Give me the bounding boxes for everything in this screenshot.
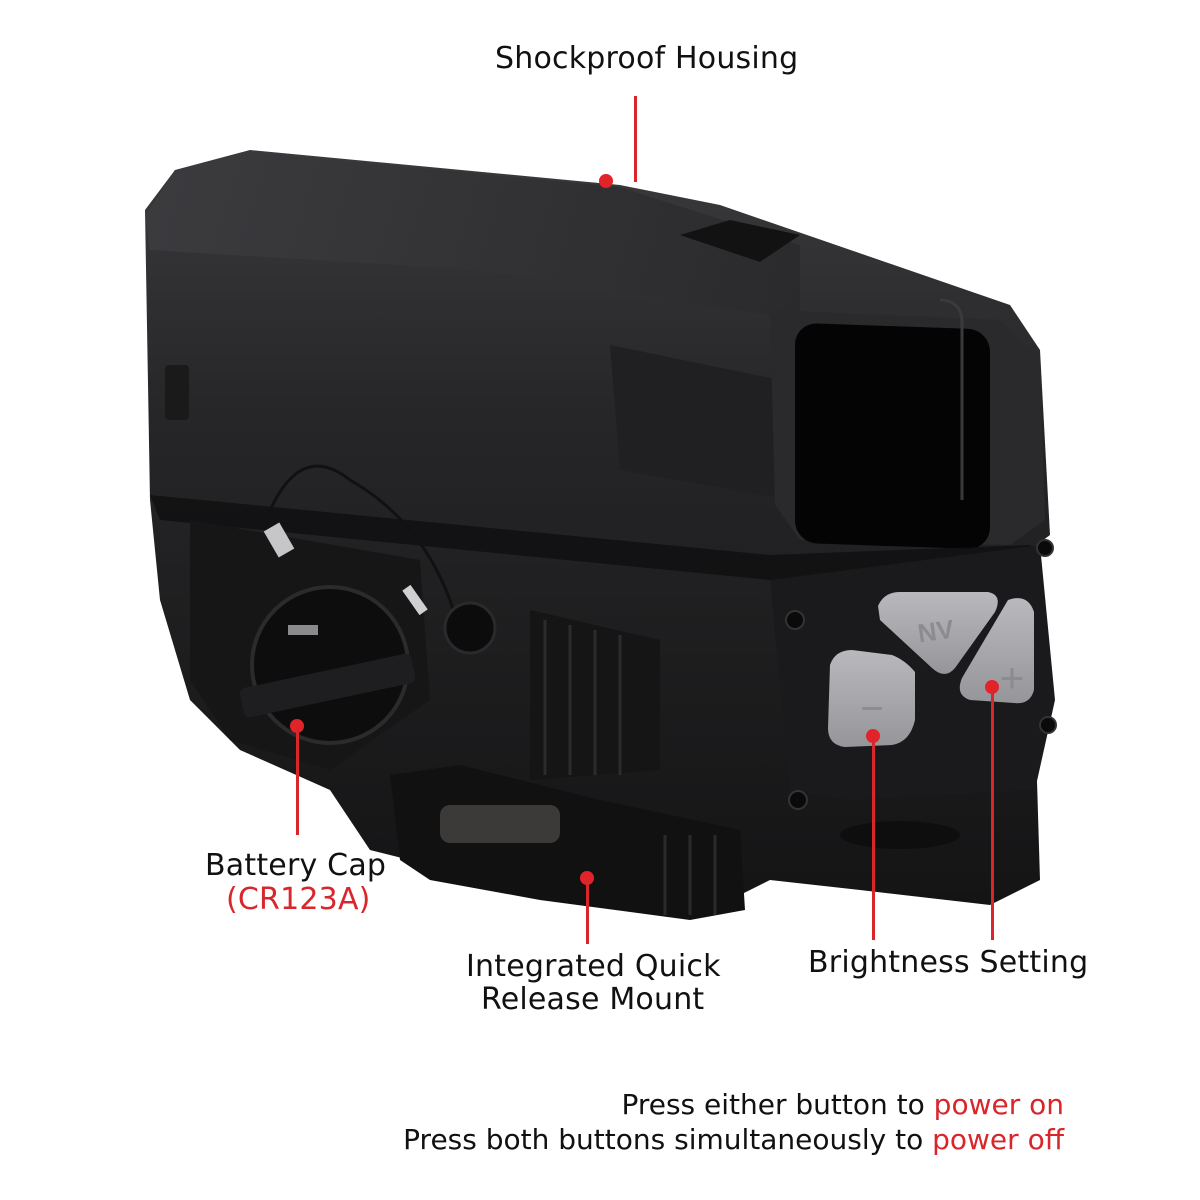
qd-lever-pin <box>440 805 560 843</box>
window-glass <box>795 323 990 549</box>
power-off-note-text: Press both buttons simultaneously to <box>403 1123 933 1156</box>
side-notch <box>165 365 189 420</box>
callout-brightness-plus-dot <box>985 680 999 694</box>
housing-top-ridge <box>145 152 800 320</box>
side-panel <box>610 345 790 500</box>
callout-battery-sublabel: (CR123A) <box>226 882 371 917</box>
power-on-note: Press either button to power on <box>621 1088 1064 1122</box>
callout-battery-dot <box>290 719 304 733</box>
power-on-note-text: Press either button to <box>621 1088 934 1121</box>
callout-mount-dot <box>580 871 594 885</box>
power-off-note: Press both buttons simultaneously to pow… <box>403 1123 1064 1157</box>
power-on-highlight: power on <box>933 1088 1064 1121</box>
minus-button <box>828 650 915 747</box>
svg-text:NV: NV <box>916 614 957 649</box>
callout-mount-line2: Release Mount <box>481 982 705 1017</box>
top-vent <box>680 220 800 262</box>
svg-text:+: + <box>1000 654 1025 701</box>
svg-text:−: − <box>860 687 883 731</box>
callout-brightness-minus-leader <box>872 736 875 940</box>
callout-brightness-label: Brightness Setting <box>808 945 1089 980</box>
callout-housing-leader <box>634 96 637 182</box>
callout-battery-leader <box>296 728 299 835</box>
nv-button <box>878 592 998 674</box>
lower-band <box>150 495 1040 580</box>
plus-button <box>959 598 1034 704</box>
callout-mount-line1: Integrated Quick <box>466 949 721 984</box>
callout-mount-leader <box>586 880 589 944</box>
callout-housing-label: Shockproof Housing <box>495 41 799 76</box>
callout-housing-dot <box>599 174 613 188</box>
callout-battery-label: Battery Cap <box>205 848 387 883</box>
qd-lever <box>390 765 745 920</box>
power-off-highlight: power off <box>932 1123 1064 1156</box>
callout-brightness-plus-leader <box>991 688 994 940</box>
